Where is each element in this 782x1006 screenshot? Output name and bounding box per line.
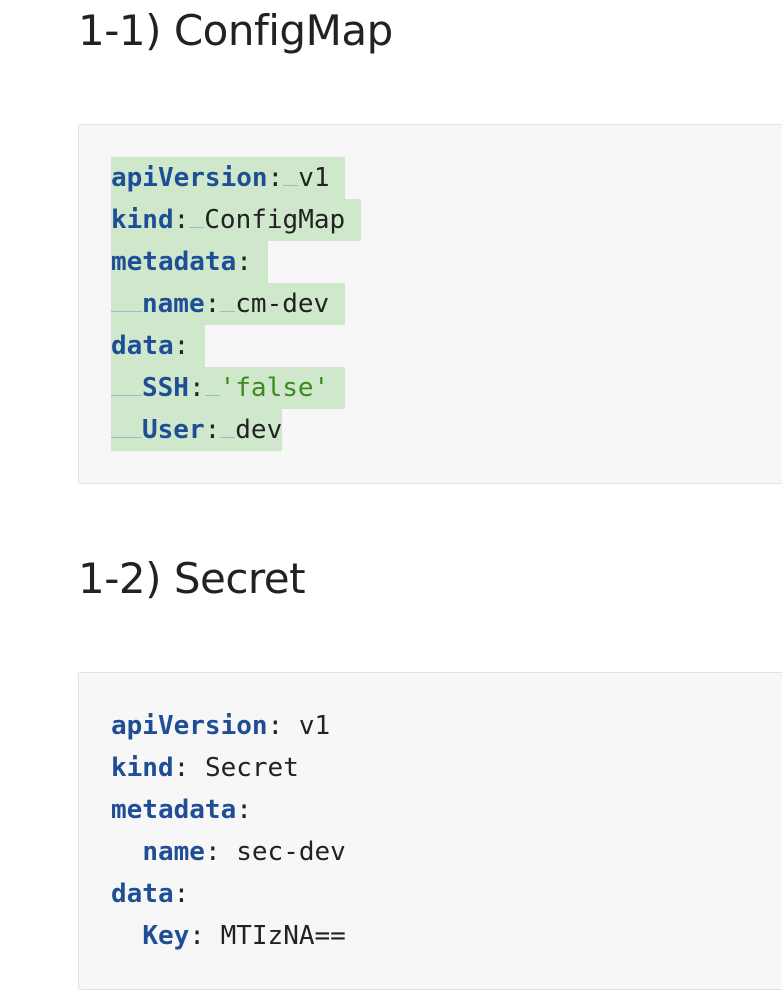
- code-colon: :: [188, 367, 205, 409]
- code-colon: :: [189, 921, 205, 951]
- code-colon: :: [173, 199, 190, 241]
- code-space: [189, 199, 205, 241]
- space-marker: [220, 285, 236, 312]
- code-line: name: sec-dev: [111, 831, 346, 873]
- code-colon: :: [236, 795, 252, 825]
- code-key: metadata: [111, 795, 237, 825]
- code-key: name: [142, 837, 205, 867]
- code-indent: [111, 367, 142, 409]
- code-key: Key: [142, 921, 190, 951]
- code-indent: [111, 831, 142, 873]
- code-line: metadata:: [111, 241, 361, 283]
- code-line: data:: [111, 873, 346, 915]
- code-line: metadata:: [111, 789, 346, 831]
- code-value: v1: [298, 711, 331, 741]
- code-key: apiVersion: [111, 711, 268, 741]
- code-trailing: [251, 241, 268, 283]
- space-marker: [283, 159, 299, 186]
- code-space: [205, 915, 221, 957]
- code-key: User: [142, 409, 205, 451]
- code-line: kind: ConfigMap: [111, 199, 361, 241]
- code-colon: :: [173, 325, 190, 367]
- code-key: data: [111, 325, 174, 367]
- configmap-code[interactable]: apiVersion:v1 kind:ConfigMap metadata: n…: [111, 157, 361, 451]
- code-value: ConfigMap: [204, 199, 346, 241]
- code-space: [221, 831, 237, 873]
- code-value: cm-dev: [235, 283, 330, 325]
- code-key: name: [142, 283, 205, 325]
- code-space: [220, 409, 236, 451]
- code-value: v1: [298, 157, 330, 199]
- code-value: sec-dev: [236, 837, 346, 867]
- code-indent: [111, 915, 142, 957]
- code-colon: :: [173, 753, 190, 783]
- code-trailing: [329, 367, 345, 409]
- code-line: apiVersion: v1: [111, 705, 346, 747]
- indent-marker: [111, 369, 142, 396]
- code-trailing: [329, 157, 346, 199]
- code-key: apiVersion: [111, 157, 268, 199]
- code-trailing: [345, 199, 361, 241]
- code-colon: :: [236, 241, 252, 283]
- code-value: Secret: [204, 753, 299, 783]
- code-line: Key: MTIzNA==: [111, 915, 346, 957]
- indent-marker: [111, 285, 142, 312]
- code-space: [283, 157, 299, 199]
- code-trailing: [189, 325, 205, 367]
- code-key: SSH: [142, 367, 189, 409]
- code-space: [204, 367, 220, 409]
- code-line: name: cm-dev: [111, 283, 361, 325]
- space-marker: [189, 201, 205, 228]
- code-space: [220, 283, 236, 325]
- secret-heading: 1-2) Secret: [78, 554, 306, 603]
- code-line: User: dev: [111, 409, 361, 451]
- code-space: [189, 747, 205, 789]
- code-indent: [111, 409, 142, 451]
- code-value: MTIzNA==: [220, 921, 346, 951]
- code-line: SSH: 'false': [111, 367, 361, 409]
- space-marker: [204, 369, 220, 396]
- code-line: kind: Secret: [111, 747, 346, 789]
- code-colon: :: [267, 711, 284, 741]
- code-trailing: [329, 283, 345, 325]
- configmap-heading: 1-1) ConfigMap: [78, 6, 393, 55]
- code-colon: :: [267, 157, 284, 199]
- indent-marker: [111, 411, 142, 438]
- code-colon: :: [204, 409, 221, 451]
- code-indent: [111, 283, 142, 325]
- code-colon: :: [204, 837, 221, 867]
- code-value: dev: [235, 409, 283, 451]
- code-key: metadata: [111, 241, 237, 283]
- space-marker: [220, 411, 236, 438]
- code-key: kind: [111, 753, 174, 783]
- code-space: [283, 705, 299, 747]
- code-colon: :: [173, 879, 190, 909]
- code-colon: :: [204, 283, 221, 325]
- code-key: data: [111, 879, 174, 909]
- code-value: 'false': [219, 367, 330, 409]
- configmap-code-block[interactable]: apiVersion:v1 kind:ConfigMap metadata: n…: [78, 124, 782, 484]
- code-line: apiVersion: v1: [111, 157, 361, 199]
- code-key: kind: [111, 199, 174, 241]
- code-line: data:: [111, 325, 361, 367]
